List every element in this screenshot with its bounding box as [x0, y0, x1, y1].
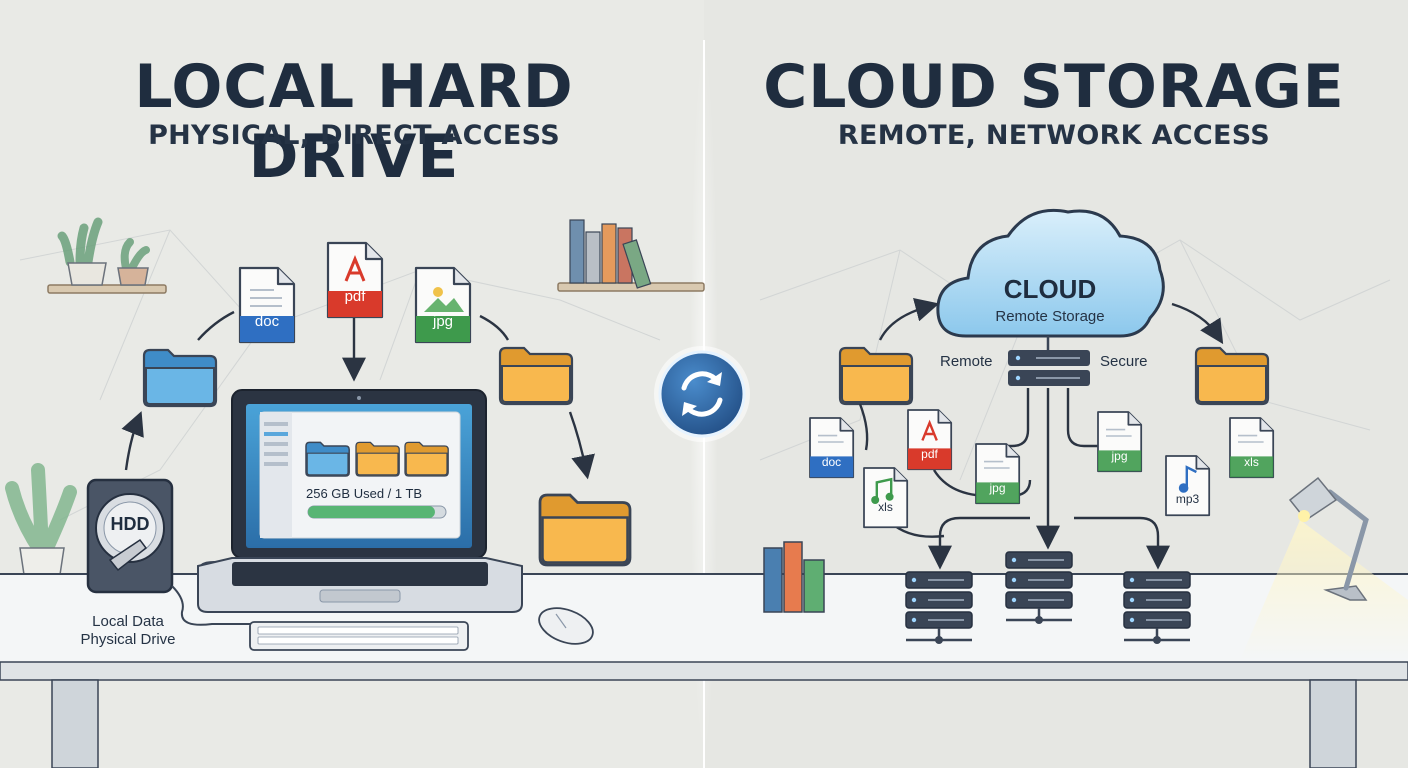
lamp-icon: [1240, 476, 1408, 660]
plant-shelf: [47, 217, 167, 294]
mouse-icon: [538, 607, 594, 645]
doc-file-label: doc: [821, 455, 842, 469]
keyboard-icon: [249, 621, 469, 651]
secure-label: Secure: [1100, 353, 1148, 370]
usage-text: 256 GB Used / 1 TB: [306, 486, 423, 501]
hdd-cable: [171, 585, 260, 626]
jpg-file-label: jpg: [1111, 449, 1128, 463]
jpg-file-label: jpg: [989, 481, 1006, 495]
folder-icon: [838, 346, 914, 406]
folder-icon: [1194, 346, 1270, 406]
left-subtitle: PHYSICAL, DIRECT ACCESS: [148, 120, 560, 151]
mp3-file-icon: [1165, 455, 1211, 517]
jpg-file-icon: [1097, 411, 1143, 473]
remote-label: Remote: [940, 353, 993, 370]
books-icon: [557, 219, 705, 292]
hdd-label: HDD: [110, 514, 150, 534]
sync-button[interactable]: [656, 348, 748, 440]
pdf-file-label: pdf: [344, 288, 366, 305]
folder-icon: [305, 441, 350, 477]
doc-file-icon: [238, 266, 296, 344]
folder-icon: [538, 493, 632, 567]
hdd-icon: [86, 478, 174, 594]
cloud-subtitle: Remote Storage: [995, 308, 1105, 325]
cloud-title: CLOUD: [1003, 274, 1097, 304]
pdf-file-label: pdf: [921, 447, 938, 461]
sync-icon: [654, 346, 750, 442]
jpg-file-icon: [975, 443, 1021, 505]
laptop-icon: [197, 389, 523, 613]
folder-icon: [498, 346, 574, 406]
xls-file-label: xls: [1244, 455, 1259, 469]
local-data-caption: Local Data: [92, 613, 164, 630]
cloud-icon: [936, 208, 1165, 338]
xls-file-icon: [1229, 417, 1275, 479]
jpg-file-icon: [414, 266, 472, 344]
server-icon: [1008, 336, 1090, 386]
physical-drive-caption: Physical Drive: [80, 631, 176, 648]
xls-file-icon: [863, 467, 909, 529]
pdf-file-icon: [907, 409, 953, 471]
xls-file-label: xls: [878, 500, 893, 514]
pdf-file-icon: [326, 241, 384, 319]
doc-file-icon: [809, 417, 855, 479]
books-icon: [763, 541, 825, 613]
right-title: CLOUD STORAGE: [763, 52, 1345, 122]
mp3-file-label: mp3: [1175, 492, 1200, 506]
doc-file-label: doc: [254, 313, 280, 330]
usage-bar-fill: [308, 506, 435, 518]
jpg-file-label: jpg: [432, 313, 454, 330]
right-subtitle: REMOTE, NETWORK ACCESS: [837, 120, 1271, 151]
flow-arrows-left: [121, 310, 595, 480]
folder-icon: [142, 348, 218, 408]
left-title: LOCAL HARD DRIVE: [134, 52, 574, 192]
